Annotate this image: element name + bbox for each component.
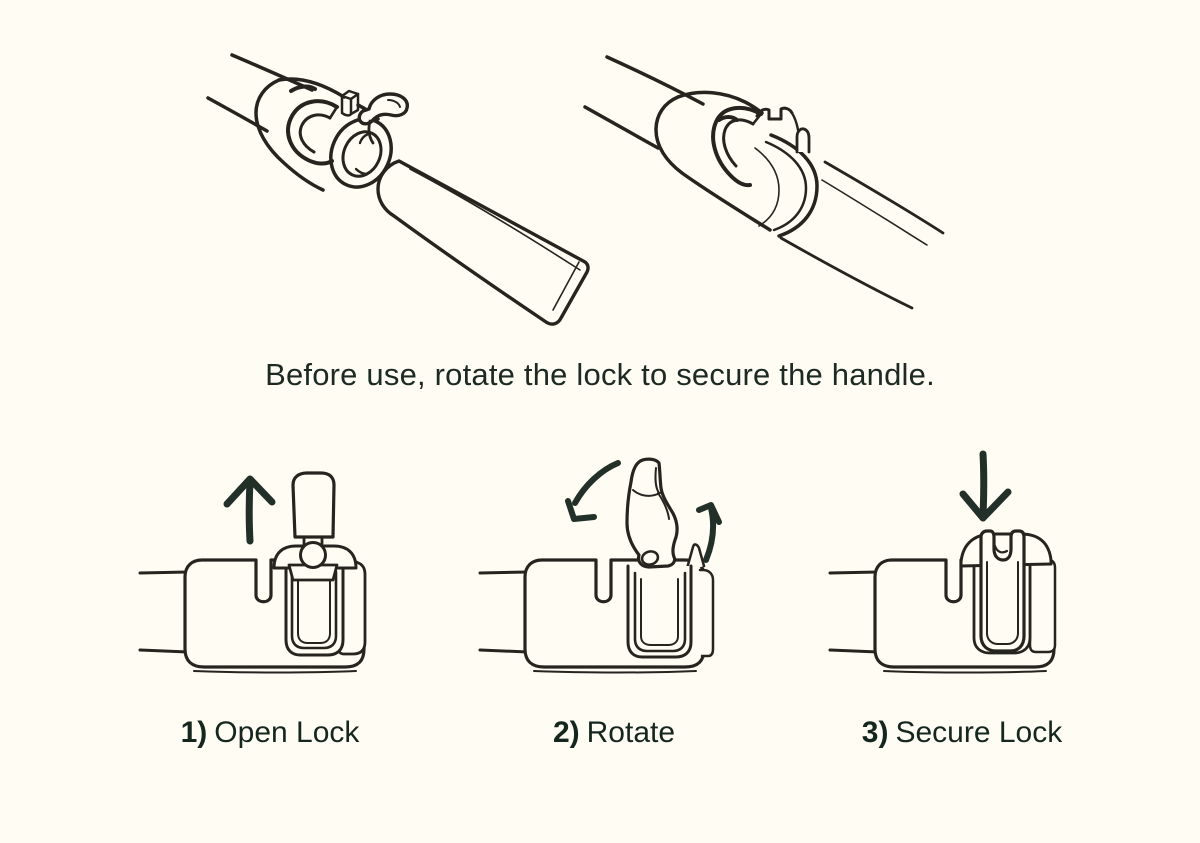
lever-pivot xyxy=(640,550,660,566)
pole-stub-top xyxy=(478,570,530,575)
step3-secure-lock-illustration xyxy=(828,450,1057,674)
collar-rim-inner xyxy=(764,140,808,232)
socket-outer-ring xyxy=(329,117,393,189)
clip-band-inner xyxy=(298,113,332,154)
collar-top-edge xyxy=(277,77,346,99)
body-underline xyxy=(193,670,357,674)
housing-inner2 xyxy=(640,578,679,646)
pole-stub-top xyxy=(828,570,880,575)
lever-post-side xyxy=(349,92,360,116)
pole-piece-inner-line xyxy=(409,168,581,271)
pole-lower-bottom-edge xyxy=(779,236,914,310)
housing-right-cover xyxy=(698,568,715,658)
illustration-lock-secured-assembled xyxy=(583,55,945,310)
pivot-arc xyxy=(993,544,1009,554)
collar-outline xyxy=(654,95,772,232)
body-underline xyxy=(533,670,697,674)
pole-lower-top-edge xyxy=(823,160,945,235)
lever-pivot xyxy=(299,541,327,569)
latch-edge xyxy=(790,111,800,132)
step3-text: Secure Lock xyxy=(895,716,1063,749)
pole-lower-edge xyxy=(206,96,269,133)
socket-notch-top xyxy=(358,132,370,145)
housing-outer xyxy=(284,560,345,657)
pole-piece-end-line xyxy=(552,261,580,311)
step1-number: 1) xyxy=(180,716,208,749)
clip-band-cap xyxy=(328,105,339,120)
lever-post-top xyxy=(340,89,360,101)
latch-pin xyxy=(795,127,811,154)
pole-highlight-line xyxy=(821,179,928,246)
socket-notch-bottom xyxy=(354,167,369,176)
clip-band-inner xyxy=(722,118,755,168)
pole-upper-edge xyxy=(605,55,705,106)
socket-inner-ring xyxy=(341,130,383,178)
lever-inner-line xyxy=(986,561,1019,645)
pole-stub-top xyxy=(138,570,190,575)
clip-band-outer xyxy=(286,99,339,166)
step2-label: 2)Rotate xyxy=(489,712,739,754)
rotate-arrows-icon xyxy=(565,460,722,563)
pole-stub-bottom xyxy=(138,648,190,654)
lever-raised xyxy=(291,471,336,539)
collar-rim-shadow xyxy=(754,147,780,227)
step1-open-lock-illustration xyxy=(138,471,367,674)
up-arrow-icon xyxy=(223,475,276,545)
down-arrow-icon xyxy=(959,450,1012,522)
clip-band-outer xyxy=(711,105,763,188)
open-lever-flag xyxy=(357,92,409,126)
lever-folded xyxy=(979,529,1026,653)
lever-rotating xyxy=(625,457,679,569)
body-underline xyxy=(883,670,1047,674)
step2-text: Rotate xyxy=(586,716,676,749)
step2-number: 2) xyxy=(552,716,580,749)
collar-top-edge xyxy=(676,90,764,115)
flag-tail xyxy=(367,119,375,145)
lever-fold-line xyxy=(654,467,660,494)
housing-inner2 xyxy=(297,577,331,644)
flag-ridge xyxy=(387,99,401,108)
collar-outline xyxy=(254,78,325,192)
housing-right-cover xyxy=(1028,558,1057,654)
step3-label: 3)Secure Lock xyxy=(837,712,1087,754)
step1-text: Open Lock xyxy=(214,716,360,749)
step2-rotate-illustration xyxy=(478,457,722,674)
housing-outer xyxy=(626,564,693,659)
pole-lower-edge xyxy=(583,105,660,150)
housing-inner xyxy=(290,570,338,650)
step3-number: 3) xyxy=(861,716,889,749)
collar-slit xyxy=(289,84,317,93)
pole-stub-bottom xyxy=(478,648,530,654)
caption-text: Before use, rotate the lock to secure th… xyxy=(265,357,935,392)
latch-crown xyxy=(755,106,794,121)
detached-pole-piece xyxy=(376,159,590,326)
pole-stub-bottom xyxy=(828,648,880,654)
housing-inner xyxy=(633,571,687,653)
collar-rim-outer xyxy=(769,133,819,238)
illustration-lock-open-detached xyxy=(206,53,590,326)
collar-slit xyxy=(717,115,739,122)
step1-label: 1)Open Lock xyxy=(145,712,395,754)
lever-fold-line3 xyxy=(657,492,670,520)
clip-band-cap xyxy=(751,112,763,126)
